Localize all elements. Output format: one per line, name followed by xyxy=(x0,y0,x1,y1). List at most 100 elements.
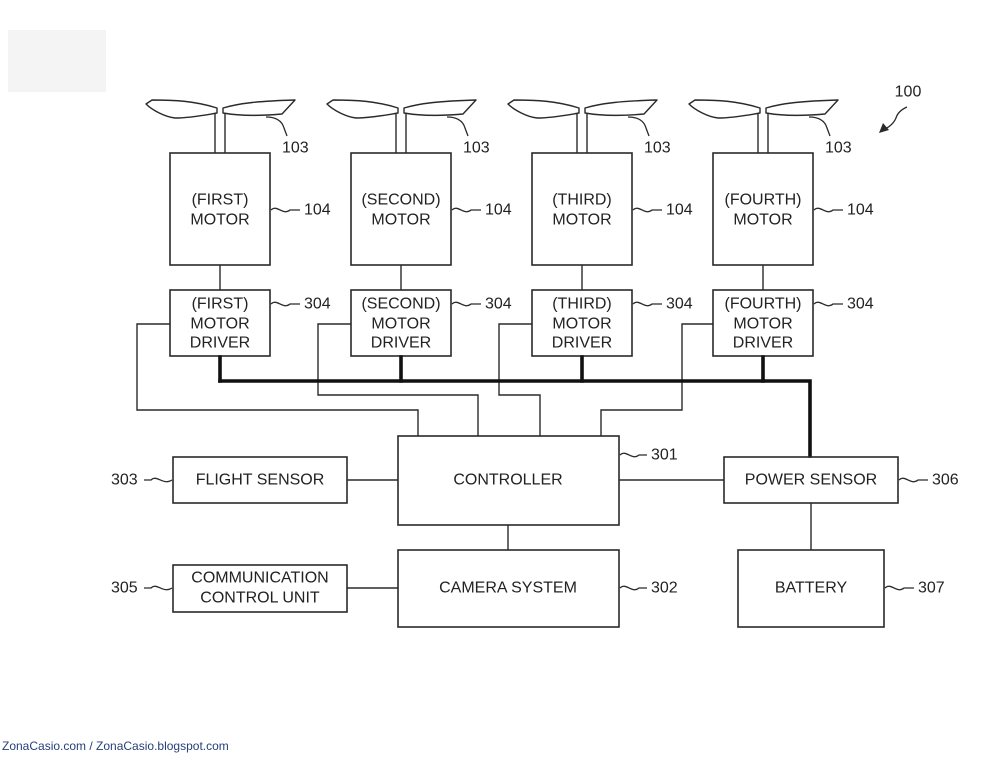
controller-reference: 301 xyxy=(651,447,678,464)
power-sensor-reference: 306 xyxy=(932,472,959,489)
flight-sensor: FLIGHT SENSOR 303 xyxy=(111,456,348,504)
propeller-reference-leader xyxy=(808,116,831,137)
power-bus-drops xyxy=(218,355,765,383)
motor-driver-connectors xyxy=(219,265,764,290)
motor-driver-label-line3: DRIVER xyxy=(733,335,793,352)
propeller-blade-left xyxy=(507,99,580,119)
motor-box xyxy=(350,152,452,266)
motor-label-line1: (THIRD) xyxy=(552,192,612,209)
communication-control-unit-reference-leader xyxy=(144,585,173,591)
motor-driver-label-line1: (FIRST) xyxy=(192,296,249,313)
motor-reference-leader xyxy=(270,207,300,213)
propeller-reference-leader xyxy=(446,116,469,137)
controller-reference-leader xyxy=(619,452,647,458)
motor-reference: 104 xyxy=(485,202,512,219)
motor-driver-label-line2: MOTOR xyxy=(190,316,249,333)
propeller-reference-leader xyxy=(627,116,650,137)
motor-2: (SECOND) MOTOR 104 xyxy=(350,152,512,266)
motor-driver-label-line2: MOTOR xyxy=(552,316,611,333)
motor-box xyxy=(712,152,814,266)
propeller-1: 103 xyxy=(145,99,309,157)
controller-label: CONTROLLER xyxy=(453,472,562,489)
battery-reference-leader xyxy=(884,585,914,591)
motor-driver-reference: 304 xyxy=(666,296,693,313)
motor-label-line2: MOTOR xyxy=(552,212,611,229)
motor-label-line2: MOTOR xyxy=(371,212,430,229)
motor-3: (THIRD) MOTOR 104 xyxy=(531,152,693,266)
motor-reference: 104 xyxy=(847,202,874,219)
motor-1: (FIRST) MOTOR 104 xyxy=(169,152,331,266)
power-bus-main xyxy=(218,379,812,458)
motor-box xyxy=(169,152,271,266)
motor-reference-leader xyxy=(632,207,662,213)
propeller-reference: 103 xyxy=(825,140,852,157)
camera-system-label: CAMERA SYSTEM xyxy=(439,580,577,597)
propeller-blade-right xyxy=(765,99,839,117)
propeller-3: 103 xyxy=(507,99,671,157)
motor-box xyxy=(531,152,633,266)
motor-reference: 104 xyxy=(666,202,693,219)
motor-driver-reference-leader xyxy=(813,301,843,307)
motor-driver-reference-leader xyxy=(270,301,300,307)
camera-system-reference: 302 xyxy=(651,580,678,597)
control-wire-driver-1 xyxy=(136,323,419,436)
motor-label-line2: MOTOR xyxy=(733,212,792,229)
control-wire-driver-3 xyxy=(498,323,541,436)
propeller-shaft xyxy=(395,110,407,153)
motor-reference-leader xyxy=(451,207,481,213)
propeller-shaft xyxy=(214,110,226,153)
propeller-shaft xyxy=(576,110,588,153)
motor-driver-label-line3: DRIVER xyxy=(190,335,250,352)
motor-4: (FOURTH) MOTOR 104 xyxy=(712,152,874,266)
communication-control-unit-reference: 305 xyxy=(111,580,138,597)
motor-reference: 104 xyxy=(304,202,331,219)
camera-system-reference-leader xyxy=(619,585,647,591)
control-wire-driver-4 xyxy=(600,323,713,436)
propeller-shaft xyxy=(757,110,769,153)
arrowhead-icon xyxy=(879,123,889,133)
power-sensor-label: POWER SENSOR xyxy=(745,472,877,489)
motor-driver-label-line2: MOTOR xyxy=(371,316,430,333)
power-sensor: POWER SENSOR 306 xyxy=(723,456,959,504)
propeller-blade-left xyxy=(688,99,761,119)
propeller-2: 103 xyxy=(326,99,490,157)
motor-reference-leader xyxy=(813,207,843,213)
propeller-blade-right xyxy=(222,99,296,117)
figure-reference-label: 100 xyxy=(895,84,922,101)
motor-driver-label-line3: DRIVER xyxy=(552,335,612,352)
communication-control-unit: COMMUNICATION CONTROL UNIT 305 xyxy=(111,564,348,613)
motor-driver-label-line1: (FOURTH) xyxy=(724,296,801,313)
motor-driver-reference-leader xyxy=(451,301,481,307)
motor-driver-3: (THIRD) MOTOR DRIVER 304 xyxy=(531,289,693,357)
flight-sensor-reference-leader xyxy=(144,477,173,483)
motor-driver-reference: 304 xyxy=(485,296,512,313)
control-wire-driver-2 xyxy=(317,323,479,436)
propeller-reference: 103 xyxy=(282,140,309,157)
battery-reference: 307 xyxy=(918,580,945,597)
propeller-reference: 103 xyxy=(463,140,490,157)
motor-driver-1: (FIRST) MOTOR DRIVER 304 xyxy=(169,289,331,357)
power-sensor-reference-leader xyxy=(898,477,928,483)
motor-label-line1: (FOURTH) xyxy=(724,192,801,209)
motor-driver-reference-leader xyxy=(632,301,662,307)
flight-sensor-reference: 303 xyxy=(111,472,138,489)
motor-driver-2: (SECOND) MOTOR DRIVER 304 xyxy=(350,289,512,357)
communication-control-unit-label-line2: CONTROL UNIT xyxy=(200,590,320,607)
motor-driver-label-line2: MOTOR xyxy=(733,316,792,333)
motor-label-line1: (FIRST) xyxy=(192,192,249,209)
propeller-reference-leader xyxy=(265,116,288,137)
propeller-blade-left xyxy=(145,99,218,119)
propeller-reference: 103 xyxy=(644,140,671,157)
flight-sensor-label: FLIGHT SENSOR xyxy=(196,472,325,489)
camera-system: CAMERA SYSTEM 302 xyxy=(397,549,678,628)
motor-driver-reference: 304 xyxy=(304,296,331,313)
propeller-blade-left xyxy=(326,99,399,119)
battery-label: BATTERY xyxy=(775,580,848,597)
motor-driver-4: (FOURTH) MOTOR DRIVER 304 xyxy=(712,289,874,357)
figure-reference-arrow xyxy=(884,106,908,130)
motor-driver-label-line1: (SECOND) xyxy=(361,296,440,313)
communication-control-unit-label-line1: COMMUNICATION xyxy=(191,570,328,587)
propeller-blade-right xyxy=(403,99,477,117)
figure-reference: 100 xyxy=(879,84,922,133)
